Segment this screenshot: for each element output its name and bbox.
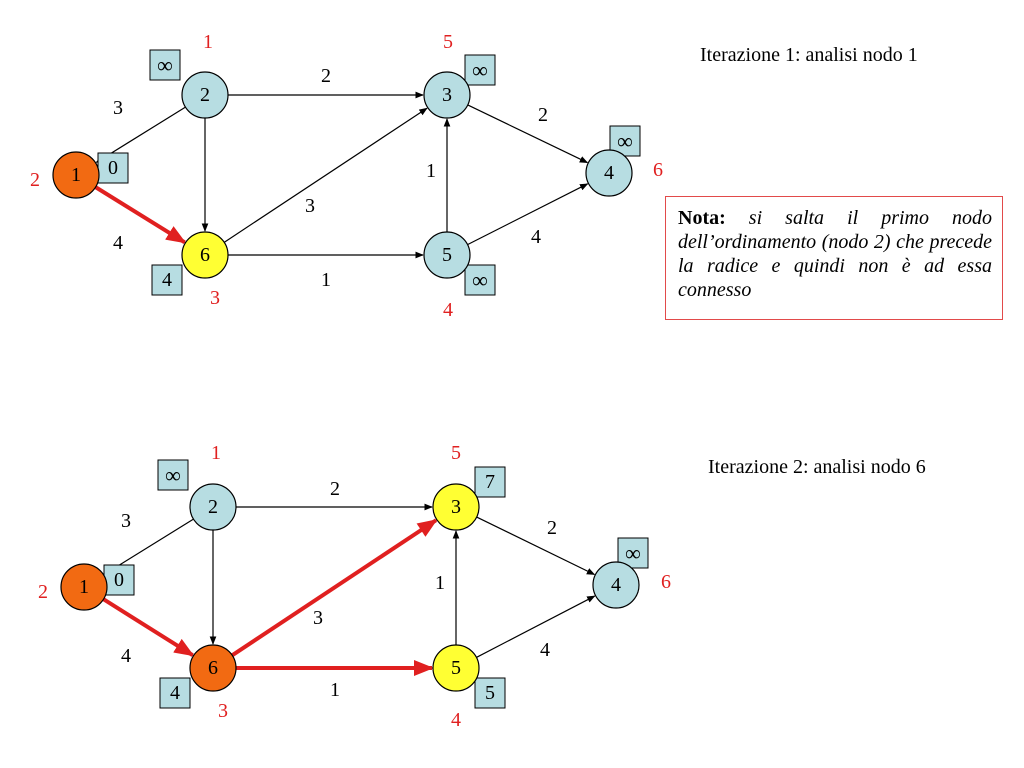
edge-1-6-highlighted: [94, 185, 187, 245]
node-3: [432, 483, 480, 531]
node-1: [60, 563, 108, 611]
node-6-id: 6: [208, 657, 218, 679]
node-6-id: 6: [200, 244, 210, 266]
note-text: si salta il primo nodo dell’ordinamento …: [678, 207, 993, 301]
node-3-order: 5: [451, 442, 461, 464]
edge-weight-2-1: 3: [121, 510, 131, 532]
node-4: [585, 149, 633, 197]
node-5-label-box: [474, 677, 506, 709]
node-1-label: 0: [108, 157, 118, 179]
node-2-label: ∞: [165, 463, 181, 488]
node-2-order: 1: [203, 31, 213, 53]
node-1-order: 2: [38, 581, 48, 603]
node-2-label-box: [157, 459, 189, 491]
node-6: [181, 231, 229, 279]
edge-weight-2-1: 3: [113, 97, 123, 119]
node-5-label-box: [464, 264, 496, 296]
node-1-label-box: [97, 152, 129, 184]
node-5: [423, 231, 471, 279]
node-5: [432, 644, 480, 692]
edge-weight-5-3: 1: [426, 160, 436, 182]
edge-weight-2-3: 2: [330, 478, 340, 500]
node-2-id: 2: [200, 84, 210, 106]
edge-6-3: [223, 107, 428, 243]
node-4-label-box: [609, 125, 641, 157]
edge-5-4: [476, 595, 596, 658]
node-3-label-box: [464, 54, 496, 86]
nodes: [60, 459, 649, 709]
node-2: [189, 483, 237, 531]
edges: [102, 503, 596, 676]
edge-weight-5-3: 1: [435, 572, 445, 594]
node-1-id: 1: [79, 576, 89, 598]
edges: [94, 91, 589, 259]
node-6-order: 3: [218, 700, 228, 722]
node-4-id: 4: [604, 162, 614, 184]
node-2-id: 2: [208, 496, 218, 518]
edge-weight-6-3: 3: [305, 195, 315, 217]
node-6-label-box: [159, 677, 191, 709]
node-5-label: ∞: [472, 268, 488, 293]
node-1-order: 2: [30, 169, 40, 191]
node-6-label: 4: [170, 682, 180, 704]
node-1-id: 1: [71, 164, 81, 186]
node-2-label: ∞: [157, 53, 173, 78]
node-5-order: 4: [443, 299, 453, 321]
node-2-label-box: [149, 49, 181, 81]
edge-5-4: [467, 183, 589, 246]
edge-1-6-highlighted: [102, 597, 195, 657]
node-3: [423, 71, 471, 119]
edge-weight-3-4: 2: [538, 104, 548, 126]
edge-weight-6-5: 1: [330, 679, 340, 701]
node-4-label: ∞: [617, 129, 633, 154]
edge-weight-3-4: 2: [547, 517, 557, 539]
edge-6-3-highlighted: [231, 518, 438, 657]
edge-weight-5-4: 4: [531, 226, 541, 248]
node-5-id: 5: [451, 657, 461, 679]
node-3-id: 3: [451, 496, 461, 518]
edge-weight-6-3: 3: [313, 607, 323, 629]
node-3-order: 5: [443, 31, 453, 53]
node-2: [181, 71, 229, 119]
node-6-order: 3: [210, 287, 220, 309]
edge-3-4: [467, 104, 589, 164]
note-box: Nota: si salta il primo nodo dell’ordina…: [665, 196, 1003, 320]
node-5-id: 5: [442, 244, 452, 266]
node-3-label-box: [474, 466, 506, 498]
node-3-label: ∞: [472, 58, 488, 83]
node-3-label: 7: [485, 471, 495, 493]
edge-weight-1-6: 4: [113, 232, 123, 254]
edge-weight-5-4: 4: [540, 639, 550, 661]
node-1: [52, 151, 100, 199]
node-4-id: 4: [611, 574, 621, 596]
node-4-order: 6: [653, 159, 663, 181]
node-6-label-box: [151, 264, 183, 296]
node-6: [189, 644, 237, 692]
node-4-order: 6: [661, 571, 671, 593]
edge-3-4: [476, 516, 596, 576]
edge-weight-2-3: 2: [321, 65, 331, 87]
node-4: [592, 561, 640, 609]
node-4-label: ∞: [625, 541, 641, 566]
node-5-label: 5: [485, 682, 495, 704]
node-5-order: 4: [451, 709, 461, 731]
iteration-1-caption: Iterazione 1: analisi nodo 1: [700, 44, 918, 66]
edge-weight-6-5: 1: [321, 269, 331, 291]
node-3-id: 3: [442, 84, 452, 106]
iteration-2-caption: Iterazione 2: analisi nodo 6: [708, 456, 926, 478]
edge-weight-1-6: 4: [121, 645, 131, 667]
nodes: [52, 49, 641, 296]
node-2-order: 1: [211, 442, 221, 464]
note-bold-label: Nota:: [678, 207, 726, 229]
node-6-label: 4: [162, 269, 172, 291]
node-1-label: 0: [114, 569, 124, 591]
